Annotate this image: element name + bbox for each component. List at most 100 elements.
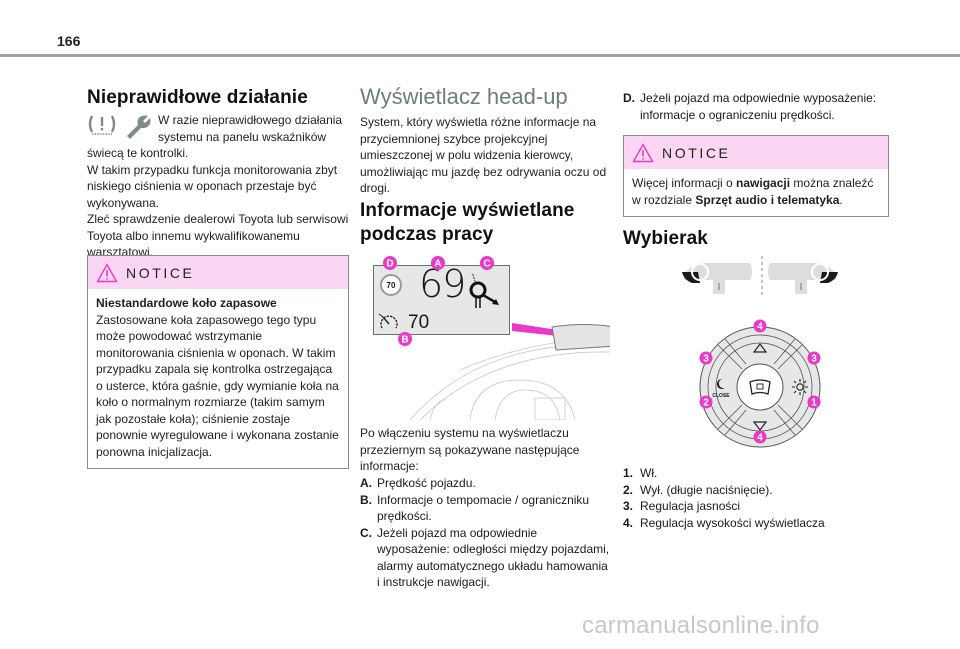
hud-section-title: Informacje wyświetlane podczas pracy [360,200,575,245]
notice-header: NOTICE [88,256,348,289]
list-item: A. Prędkość pojazdu. [360,475,612,492]
list-item: 1. Wł. [623,465,893,482]
projection-beam [512,323,558,336]
speed-limit-sign: 70 [380,274,402,296]
text-line: systemu na panelu wskaźników [158,129,327,144]
hud-title: Wyświetlacz head-up [360,84,568,109]
svg-text:D: D [386,259,393,270]
svg-text:CLOSE: CLOSE [712,393,730,399]
list-key: D. [623,91,635,105]
svg-text:4: 4 [757,433,763,444]
list-key: 1. [623,466,634,480]
callout-badge-a: A [431,256,445,270]
warning-triangle-icon [632,142,654,162]
list-text: Regulacja wysokości wyświetlacza [640,515,825,530]
hud-illustration: 70 69 70 D A C B [360,250,610,420]
notice-text: . [839,192,843,207]
notice-title: NOTICE [662,144,731,161]
combiner-glass-icon [551,324,610,351]
hud-info-list: A. Prędkość pojazdu. B. Informacje o tempo… [360,475,612,591]
list-item: C. Jeżeli pojazd ma odpowiednie wyposażen… [360,525,612,591]
list-text: Regulacja jasności [640,499,741,513]
list-text: Wł. [640,466,658,480]
list-key: 2. [623,482,634,497]
vehicle-speed: 69 [419,262,466,306]
list-item: B. Informacje o tempomacie / ograniczniku… [360,492,612,525]
notice-link-audio: Sprzęt audio i telematyka [695,192,840,207]
dial-badge-3-left: 3 [699,351,713,365]
notice-header: NOTICE [624,136,888,169]
list-key: 4. [623,515,634,530]
tire-pressure-warning-icon [88,115,116,135]
list-key: A. [360,476,372,490]
hud-display-panel: 70 69 70 [373,262,510,335]
dial-badge-3-right: 3 [807,351,821,365]
moon-close-icon[interactable]: CLOSE [712,379,730,399]
list-key: 3. [623,499,634,513]
svg-text:3: 3 [811,354,817,365]
page-number: 166 [57,33,81,49]
cruise-speed-value: 70 [408,312,430,333]
car-interior-illustration [409,323,610,420]
svg-text:C: C [483,259,490,270]
list-item: 3. Regulacja jasności [623,498,893,515]
svg-text:2: 2 [703,398,709,409]
selector-dial[interactable]: CLOSE 4 3 3 2 1 4 [670,315,850,465]
wrench-icon [127,115,151,139]
malfunction-paragraph-3: Zleć sprawdzenie dealerowi Toyota lub se… [87,212,349,259]
notice-text: Więcej informacji o [632,176,737,190]
warning-triangle-icon [96,262,118,282]
up-arrow-icon[interactable] [752,343,768,353]
steering-position-illustration [682,256,838,295]
navigation-roundabout-icon [469,273,499,308]
list-text: Informacje o tempomacie / ograniczniku p… [377,492,590,524]
text-line: świecą te kontrolki. [87,146,189,160]
callout-badge-b: B [398,332,412,346]
notice-text: można znaleźć w rozdziale [632,176,874,207]
notice-link-navigation: nawigacji [736,176,791,190]
list-text: Prędkość pojazdu. [377,476,476,490]
malfunction-icons [87,113,157,139]
notice-title: NOTICE [126,264,195,281]
cruise-control-gauge-icon [378,313,398,329]
malfunction-paragraph-first-lines: W razie nieprawidłowego działania system… [158,112,358,145]
notice-body: Niestandardowe koło zapasowe Zastosowane… [88,289,348,468]
list-key: B. [360,492,372,507]
notice-box-spare-wheel: NOTICE Niestandardowe koło zapasowe Zast… [87,255,349,469]
list-text: Jeżeli pojazd ma odpowiednie wyposażenie… [640,91,877,122]
watermark: carmanualsonline.info [582,612,820,639]
list-item: 4. Regulacja wysokości wyświetlacza [623,515,893,532]
svg-text:B: B [401,335,408,346]
callout-badge-d: D [383,256,397,270]
callout-badges: D A C B [383,256,494,346]
brightness-sun-icon[interactable] [792,379,808,395]
dial-badge-4-bottom: 4 [753,430,767,444]
list-text: Jeżeli pojazd ma odpowiednie wyposażenie… [377,525,610,590]
svg-text:3: 3 [703,354,709,365]
notice-heading: Niestandardowe koło zapasowe [96,296,277,310]
list-key: C. [360,525,372,540]
dial-badge-1: 1 [807,395,821,409]
malfunction-paragraph-2: W takim przypadku funkcja monitorowania … [87,162,338,210]
selector-illustration: CLOSE 4 3 3 2 1 4 [670,250,850,450]
hud-intro: System, który wyświetla różne informacje… [360,115,607,195]
selector-list: 1. Wł. 2. Wył. (długie naciśnięcie). 3. Reg… [623,465,893,531]
notice-text: Zastosowane koła zapasowego tego typu mo… [96,312,339,459]
malfunction-paragraph: świecą te kontrolki. W takim przypadku f… [87,145,349,261]
svg-text:1: 1 [811,398,817,409]
header-rule [0,54,960,57]
malfunction-title: Nieprawidłowe działanie [87,87,308,108]
callout-badge-c: C [480,256,494,270]
svg-text:A: A [434,259,441,270]
list-item: D. Jeżeli pojazd ma odpowiednie wyposażen… [623,90,893,123]
selector-title: Wybierak [623,228,708,249]
dial-badge-4-top: 4 [753,319,767,333]
hud-list-intro: Po włączeniu systemu na wyświetlaczu prz… [360,426,580,473]
list-item: 2. Wył. (długie naciśnięcie). [623,482,893,499]
windshield-hud-icon[interactable] [749,379,771,395]
down-arrow-icon[interactable] [752,421,768,431]
text-line: W razie nieprawidłowego działania [158,113,343,127]
svg-text:4: 4 [757,322,763,333]
list-text: Wył. (długie naciśnięcie). [640,482,773,497]
hud-info-list-continued: D. Jeżeli pojazd ma odpowiednie wyposażen… [623,90,893,123]
